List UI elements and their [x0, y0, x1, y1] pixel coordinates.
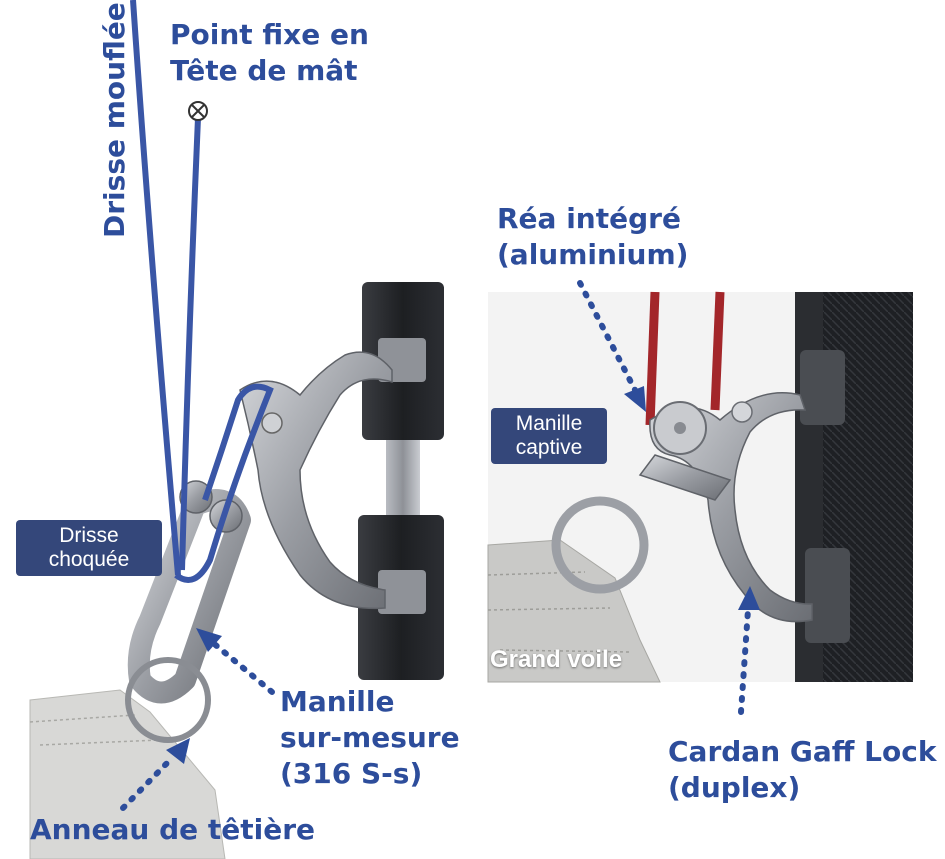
shackle-pin [179, 480, 213, 514]
sheave-bolt [674, 422, 686, 434]
arrow-rea-integre [577, 280, 646, 412]
cross-icon [191, 104, 205, 118]
head-ring-right [551, 496, 649, 594]
slider-right-bottom [805, 548, 850, 643]
arrow-anneau-tetiere [120, 738, 190, 811]
arrow-cardan [738, 586, 760, 715]
slider-right-top [800, 350, 845, 425]
pivot-bolt-left [261, 412, 283, 434]
head-ring [125, 657, 211, 743]
halyard-two-part [130, 0, 181, 576]
red-halyard-2 [710, 291, 725, 411]
label-point-fixe: Point fixe en Tête de mât [170, 18, 369, 87]
label-drisse-mouflee: Drisse mouflée [98, 2, 131, 238]
label-rea-integre: Réa intégré (aluminium) [497, 202, 689, 271]
tag-drisse-choquee: Drisse choquée [16, 520, 162, 576]
sail-seam-left [29, 714, 161, 746]
slider-clip-bottom [378, 570, 426, 614]
arrow-manille-sur-mesure [196, 628, 275, 695]
label-grand-voile: Grand voile [490, 646, 623, 673]
sail-head-left [29, 689, 226, 859]
pivot-bolt-right [731, 401, 753, 423]
halyard-to-masthead [179, 117, 201, 571]
label-manille-sur-mesure: Manille sur-mesure (316 S-s) [280, 685, 460, 790]
halyard-loop [174, 383, 274, 583]
tag-manille-captive: Manille captive [491, 408, 607, 464]
label-anneau-tetiere: Anneau de têtière [30, 813, 316, 846]
label-cardan: Cardan Gaff Lock (duplex) [668, 735, 937, 804]
captive-shackle [638, 454, 732, 501]
red-halyard [645, 291, 660, 426]
